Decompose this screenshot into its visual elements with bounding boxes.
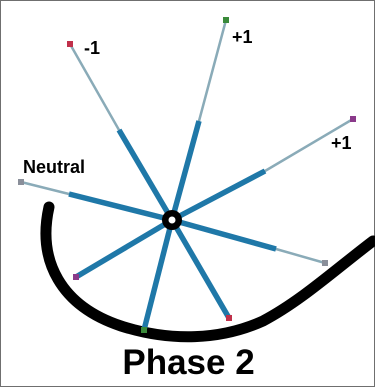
tip-plus1a: [223, 17, 229, 23]
label-plus-one-top: +1: [232, 27, 253, 47]
spoke-neutral-thick: [68, 191, 173, 223]
diagram-title: Phase 2: [122, 343, 255, 382]
hub-inner: [168, 216, 176, 224]
spoke-minus1-thick: [116, 128, 175, 222]
spoke-bottomright: [169, 218, 232, 320]
tip-lowleft: [73, 274, 79, 280]
curved-surface: [40, 201, 375, 343]
spoke-lowright-thick: [171, 217, 277, 252]
tip-neutral: [18, 179, 24, 185]
thick-spoke-segments: [68, 120, 277, 331]
thin-spoke-segments: [19, 18, 355, 265]
tip-bottomright: [226, 315, 232, 321]
spoke-minus1-thin: [68, 42, 121, 132]
tip-lowright: [322, 260, 328, 266]
spoke-lowleft: [74, 217, 174, 280]
spoke-bottom: [141, 219, 175, 331]
spoke-neutral-thin: [19, 180, 71, 196]
spoke-lowright-thin: [274, 247, 327, 265]
label-plus-one-right: +1: [331, 133, 352, 153]
tip-minus1: [67, 41, 73, 47]
spoke-tips: [18, 17, 356, 333]
tip-plus1b: [350, 116, 356, 122]
label-neutral: Neutral: [23, 157, 86, 177]
spoke-plus1a-thick: [169, 120, 202, 221]
tip-bottom: [141, 327, 147, 333]
spoke-plus1b-thin: [263, 117, 355, 173]
label-minus-one: -1: [84, 38, 101, 58]
spoke-plus1a-thin: [197, 18, 228, 123]
spoke-plus1b-thick: [170, 168, 267, 223]
